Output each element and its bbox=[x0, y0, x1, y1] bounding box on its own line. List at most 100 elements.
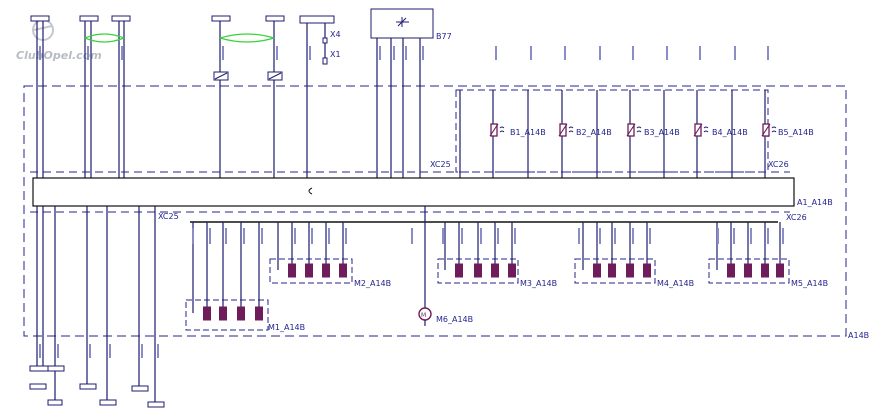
m6-label: M6_A14B bbox=[436, 315, 473, 324]
motor-group-m3 bbox=[437, 222, 519, 284]
motor-group-m5 bbox=[708, 222, 790, 284]
x4-label: X4 bbox=[330, 30, 341, 39]
sensor-row bbox=[489, 123, 777, 137]
pin-tag-top bbox=[276, 46, 278, 60]
pin-tag-left bbox=[157, 344, 159, 358]
sensor-wave bbox=[568, 126, 574, 133]
pin-tag-bottom bbox=[767, 228, 769, 244]
pin-tag-top bbox=[632, 46, 634, 60]
pin-tag-top bbox=[564, 46, 566, 60]
sensor-1 bbox=[489, 123, 505, 137]
pin-tag-bottom bbox=[578, 228, 580, 244]
motor-group-m1 bbox=[185, 222, 269, 331]
pin-tag-top bbox=[39, 46, 41, 60]
sensor-arrow bbox=[693, 123, 703, 137]
pin-labels bbox=[39, 46, 784, 358]
twisted-pair-markers bbox=[84, 33, 275, 43]
motor-groups bbox=[185, 222, 790, 331]
pin-tag-top bbox=[734, 46, 736, 60]
pin-tag-left bbox=[141, 344, 143, 358]
sensor-wave bbox=[771, 126, 777, 133]
motor-coil-3 bbox=[322, 263, 330, 278]
top-connectors bbox=[30, 15, 335, 24]
motor-coil-3 bbox=[761, 263, 769, 278]
pin-tag-left bbox=[39, 344, 41, 358]
pin-tag-bottom bbox=[328, 228, 330, 244]
sensor-wave bbox=[499, 126, 505, 133]
motor-coil-3 bbox=[237, 306, 245, 321]
pin-tag-bottom bbox=[209, 228, 211, 244]
sensor-arrow bbox=[489, 123, 499, 137]
pin-tag-top bbox=[309, 46, 311, 60]
top-wires bbox=[36, 16, 766, 180]
pin-tag-bottom bbox=[614, 228, 616, 244]
motor-coil-1 bbox=[593, 263, 601, 278]
pin-tag-left bbox=[57, 344, 59, 358]
motor-coil-1 bbox=[203, 306, 211, 321]
pin-tag-top bbox=[666, 46, 668, 60]
pin-tag-top bbox=[405, 46, 407, 60]
pin-tag-top bbox=[767, 46, 769, 60]
sensor-2 bbox=[558, 123, 574, 137]
sensor-wave bbox=[636, 126, 642, 133]
pin-tag-bottom bbox=[599, 228, 601, 244]
motor-group-m4 bbox=[574, 222, 656, 284]
sensor-4 bbox=[693, 123, 709, 137]
pin-tag-top bbox=[599, 46, 601, 60]
motor-coil-2 bbox=[744, 263, 752, 278]
pin-tag-bottom bbox=[192, 228, 194, 244]
sensor-5 bbox=[761, 123, 777, 137]
motor-coil-4 bbox=[255, 306, 263, 321]
xc26-top-label: XC26 bbox=[768, 160, 789, 169]
pin-tag-bottom bbox=[345, 228, 347, 244]
pin-tag-left bbox=[89, 344, 91, 358]
motor-coil-4 bbox=[339, 263, 347, 278]
pin-tag-top bbox=[495, 46, 497, 60]
motor-coil-1 bbox=[727, 263, 735, 278]
pin-tag-top bbox=[699, 46, 701, 60]
pin-tag-bottom bbox=[411, 228, 413, 244]
b77-label: B77 bbox=[436, 32, 452, 41]
pin-tag-bottom bbox=[514, 228, 516, 244]
motor-coil-1 bbox=[288, 263, 296, 278]
pin-tag-bottom bbox=[649, 228, 651, 244]
pin-tag-bottom bbox=[782, 228, 784, 244]
x1-label: X1 bbox=[330, 50, 341, 59]
pin-tag-bottom bbox=[225, 228, 227, 244]
motor-coil-3 bbox=[626, 263, 634, 278]
pin-tag-top bbox=[222, 46, 224, 60]
left-bottom-wires bbox=[36, 206, 426, 402]
xc26-bottom-label: XC26 bbox=[786, 213, 807, 222]
pin-tag-bottom bbox=[497, 228, 499, 244]
b77-symbol bbox=[396, 17, 409, 27]
motor-coil-1 bbox=[455, 263, 463, 278]
pin-tag-top bbox=[87, 46, 89, 60]
pin-tag-bottom bbox=[311, 228, 313, 244]
sensor-arrow bbox=[558, 123, 568, 137]
motor-coil-2 bbox=[219, 306, 227, 321]
xc25-top-label: XC25 bbox=[430, 160, 451, 169]
motor-group-frame bbox=[269, 258, 353, 284]
sensor-arrow bbox=[761, 123, 771, 137]
xc25-bottom-label: XC25 bbox=[158, 212, 179, 221]
pin-tag-bottom bbox=[461, 228, 463, 244]
motor-group-frame bbox=[185, 299, 269, 331]
svg-text:M: M bbox=[421, 312, 426, 319]
bottom-connectors bbox=[29, 365, 165, 408]
motor-coil-2 bbox=[305, 263, 313, 278]
motor-group-m2 bbox=[269, 222, 353, 284]
pin-tag-bottom bbox=[632, 228, 634, 244]
motor-coil-4 bbox=[776, 263, 784, 278]
pin-tag-bottom bbox=[243, 228, 245, 244]
module-boundary bbox=[23, 85, 847, 337]
sensor-arrow bbox=[626, 123, 636, 137]
pin-tag-bottom bbox=[717, 228, 719, 244]
pin-tag-bottom bbox=[442, 228, 444, 244]
pin-tag-top bbox=[422, 46, 424, 60]
x4-x1-connector bbox=[322, 37, 328, 65]
motor-group-frame bbox=[708, 258, 790, 284]
a1-symbol bbox=[308, 187, 313, 195]
a1-label: A1_A14B bbox=[797, 198, 833, 207]
motor-coil-2 bbox=[608, 263, 616, 278]
